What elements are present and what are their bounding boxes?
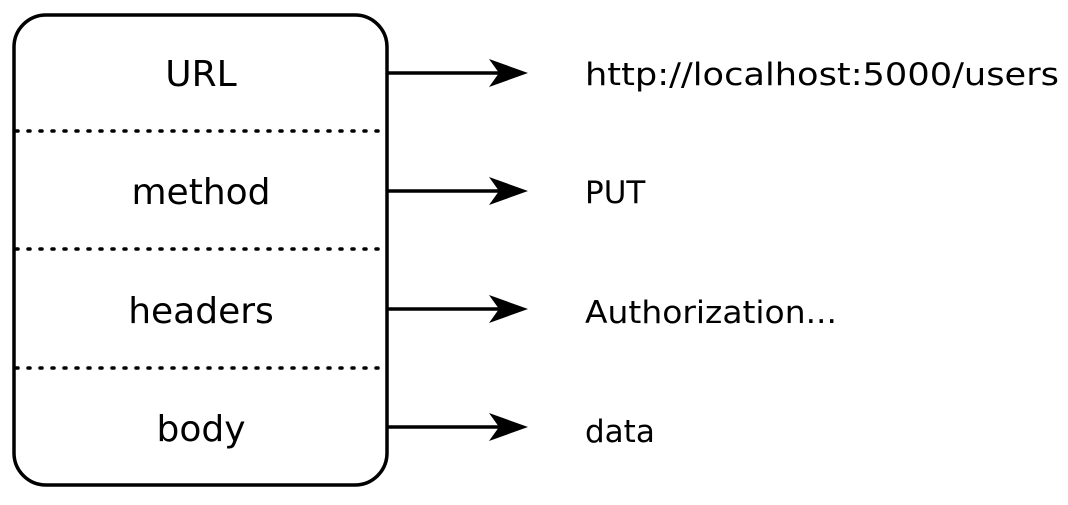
- arrow-body: [387, 413, 528, 441]
- arrow-url: [387, 59, 528, 87]
- value-headers: Authorization...: [585, 295, 837, 331]
- request-box: [12, 13, 389, 487]
- value-body: data: [585, 414, 655, 450]
- field-label-headers: headers: [128, 291, 274, 332]
- field-label-method: method: [131, 172, 270, 213]
- arrow-headers: [387, 295, 528, 323]
- field-label-body: body: [156, 409, 245, 450]
- value-url: http://localhost:5000/users: [585, 57, 1059, 93]
- field-label-url: URL: [165, 54, 236, 95]
- arrow-method: [387, 177, 528, 205]
- value-method: PUT: [585, 175, 646, 211]
